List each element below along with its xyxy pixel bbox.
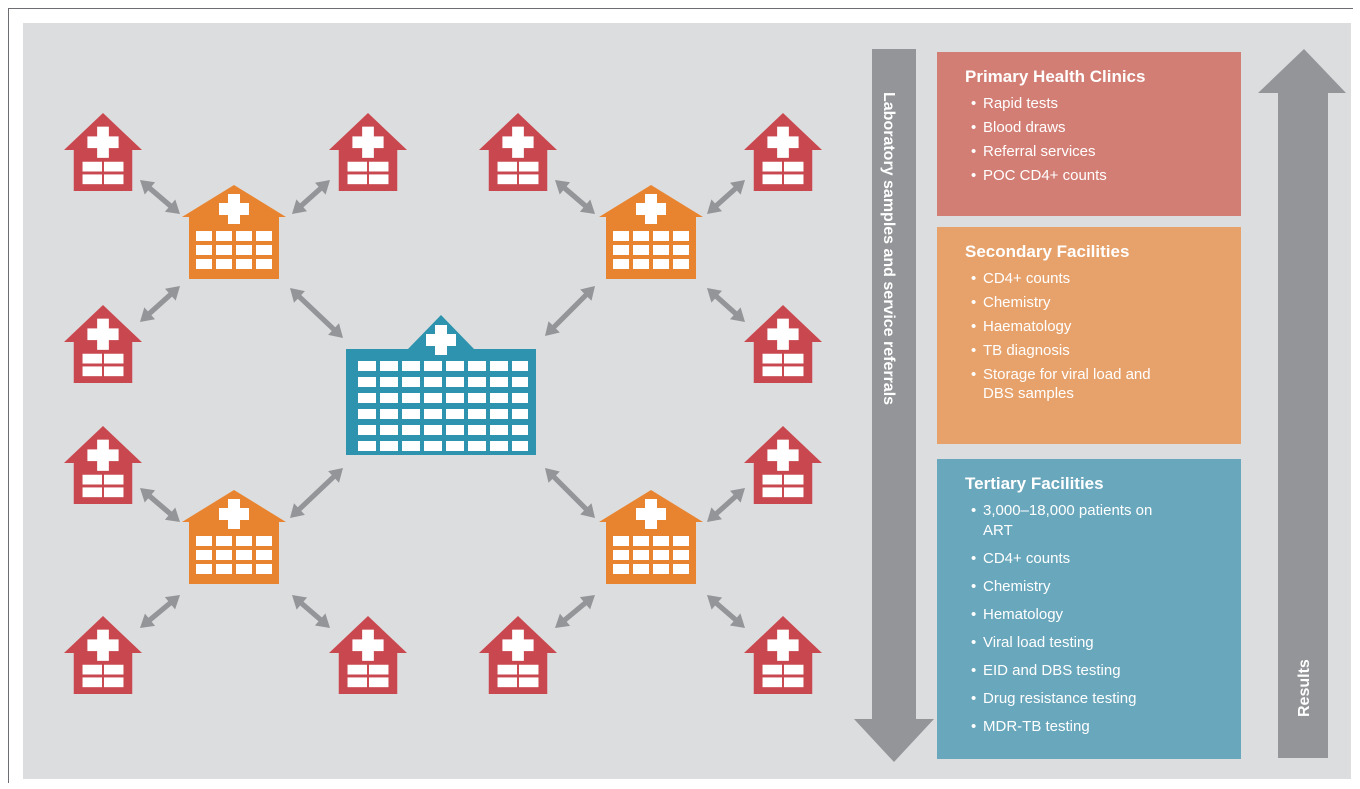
primary-clinic-icon <box>64 305 142 383</box>
list-item: Hematology <box>971 605 1183 625</box>
double-headed-arrow-icon <box>140 180 180 214</box>
list-item: EID and DBS testing <box>971 661 1183 681</box>
secondary-services-list: CD4+ counts Chemistry Haematology TB dia… <box>965 269 1183 403</box>
double-headed-arrow-icon <box>292 180 330 214</box>
list-item: Storage for viral load and DBS samples <box>971 365 1183 403</box>
list-item: POC CD4+ counts <box>971 166 1241 185</box>
primary-clinic-icon <box>479 113 557 191</box>
double-headed-arrow-icon <box>140 488 180 522</box>
double-headed-arrow-icon <box>545 286 595 336</box>
list-item: Chemistry <box>971 577 1183 597</box>
double-headed-arrow-icon <box>140 595 180 628</box>
double-headed-arrow-icon <box>290 468 343 518</box>
results-up-arrow <box>1258 49 1346 758</box>
double-headed-arrow-icon <box>555 180 595 214</box>
list-item: Chemistry <box>971 293 1183 312</box>
double-headed-arrow-icon <box>707 288 745 322</box>
list-item: Referral services <box>971 142 1241 161</box>
primary-clinic-icon <box>479 616 557 694</box>
figure-frame <box>8 8 1353 783</box>
list-item: CD4+ counts <box>971 269 1183 288</box>
network-links <box>140 180 745 628</box>
double-headed-arrow-icon <box>707 180 745 214</box>
secondary-facility-icon <box>182 185 286 279</box>
double-headed-arrow-icon <box>707 488 745 522</box>
primary-panel-title: Primary Health Clinics <box>965 67 1146 86</box>
primary-services-list: Rapid tests Blood draws Referral service… <box>965 94 1241 185</box>
primary-clinic-icon <box>744 305 822 383</box>
primary-clinic-icon <box>744 426 822 504</box>
double-headed-arrow-icon <box>140 286 180 322</box>
primary-clinic-icon <box>744 616 822 694</box>
primary-clinic-icon <box>744 113 822 191</box>
list-item: Rapid tests <box>971 94 1241 113</box>
double-headed-arrow-icon <box>555 595 595 628</box>
tertiary-services-list: 3,000–18,000 patients on ART CD4+ counts… <box>965 501 1183 737</box>
primary-clinic-icon <box>329 616 407 694</box>
secondary-facility-icon <box>599 185 703 279</box>
tertiary-panel-title: Tertiary Facilities <box>965 474 1104 493</box>
referral-flow-label: Laboratory samples and service referrals <box>880 92 897 406</box>
double-headed-arrow-icon <box>707 595 745 628</box>
list-item: Drug resistance testing <box>971 689 1183 709</box>
double-headed-arrow-icon <box>292 595 330 628</box>
results-flow-label: Results <box>1296 659 1313 717</box>
primary-clinic-icon <box>329 113 407 191</box>
tertiary-facilities-panel: Tertiary Facilities 3,000–18,000 patient… <box>937 459 1241 759</box>
list-item: TB diagnosis <box>971 341 1183 360</box>
secondary-facility-icon <box>599 490 703 584</box>
secondary-facility-icon <box>182 490 286 584</box>
referral-down-arrow <box>854 49 934 762</box>
primary-clinic-icon <box>64 426 142 504</box>
primary-clinic-icon <box>64 113 142 191</box>
list-item: CD4+ counts <box>971 549 1183 569</box>
primary-clinic-icon <box>64 616 142 694</box>
double-headed-arrow-icon <box>290 288 343 338</box>
primary-health-clinics-panel: Primary Health Clinics Rapid tests Blood… <box>937 52 1241 216</box>
list-item: Haematology <box>971 317 1183 336</box>
secondary-facilities-panel: Secondary Facilities CD4+ counts Chemist… <box>937 227 1241 444</box>
list-item: Viral load testing <box>971 633 1183 653</box>
list-item: 3,000–18,000 patients on ART <box>971 501 1183 541</box>
list-item: Blood draws <box>971 118 1241 137</box>
double-headed-arrow-icon <box>545 468 595 518</box>
secondary-panel-title: Secondary Facilities <box>965 242 1130 261</box>
tertiary-hospital-icon <box>346 315 536 455</box>
list-item: MDR-TB testing <box>971 717 1183 737</box>
